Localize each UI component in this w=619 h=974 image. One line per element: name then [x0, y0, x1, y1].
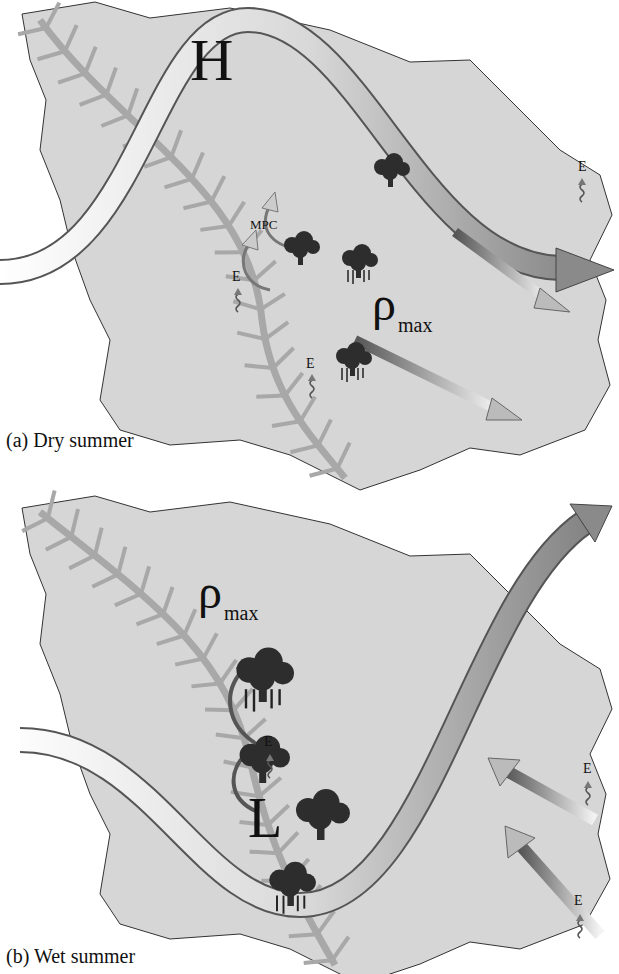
mountain-rib: [265, 322, 288, 339]
process-label: MPC: [250, 218, 277, 231]
mountain-rib: [272, 421, 300, 426]
mountain-rib: [144, 157, 171, 167]
mountain-rib: [18, 28, 46, 34]
mountain-rib: [337, 443, 349, 469]
mountain-rib: [157, 636, 184, 645]
subscript: max: [224, 603, 258, 623]
mountain-rib: [46, 3, 59, 28]
mountain-rib: [256, 396, 285, 397]
panel-caption: (a) Dry summer: [6, 430, 134, 450]
panel-caption: (b) Wet summer: [6, 946, 135, 966]
mountain-rib: [184, 609, 195, 635]
mountain-rib: [22, 518, 48, 531]
mountain-rib: [229, 202, 244, 226]
evaporation-label: E: [578, 160, 587, 174]
mountain-rib: [46, 537, 72, 550]
mountain-rib: [191, 683, 219, 686]
mountain-rib: [163, 587, 172, 614]
mountain-rib: [115, 594, 141, 606]
mountain-rib: [290, 445, 318, 452]
precip-max-symbol: ρ: [198, 568, 222, 616]
mountain-rib: [332, 937, 348, 960]
mountain-rib: [192, 152, 203, 178]
mountain-rib: [233, 301, 260, 309]
pressure-high: H: [190, 30, 233, 90]
mountain-rib: [101, 115, 128, 126]
mountain-rib: [106, 68, 116, 95]
mountain-rib: [38, 51, 65, 59]
mountain-rib: [171, 130, 181, 157]
mountain-rib: [203, 633, 217, 658]
mountain-rib: [237, 333, 265, 339]
mountain-rib: [183, 202, 211, 209]
mountain-rib: [136, 614, 163, 624]
mountain-rib: [80, 95, 107, 105]
mountain-rib: [175, 659, 203, 665]
subscript: max: [398, 315, 432, 335]
mountain-rib: [69, 556, 95, 569]
mountain-rib: [71, 509, 78, 537]
mountain-rib: [58, 73, 85, 82]
mountain-rib: [95, 528, 102, 556]
precip-max-symbol: ρ: [372, 280, 396, 328]
mountain-rib: [216, 734, 244, 738]
mountain-rib: [300, 397, 315, 422]
mountain-rib: [289, 934, 318, 936]
mountain-rib: [304, 960, 333, 963]
mountain-rib: [250, 852, 279, 854]
mountain-rib: [211, 176, 224, 201]
mountain-rib: [85, 47, 95, 74]
mountain-rib: [200, 226, 228, 230]
mountain-rib: [48, 490, 55, 518]
evaporation-label: E: [306, 357, 315, 371]
mountain-rib: [118, 547, 125, 575]
evaporation-label: E: [264, 735, 273, 749]
mountain-rib: [128, 88, 137, 115]
mountain-rib: [261, 294, 285, 310]
mountain-rib: [254, 261, 275, 280]
mountain-rib: [65, 25, 77, 51]
mountain-rib: [215, 250, 244, 254]
mountain-rib: [285, 373, 303, 396]
pressure-low: L: [248, 790, 282, 846]
evaporation-label: E: [574, 894, 583, 908]
mountain-rib: [141, 566, 149, 593]
evaporation-label: E: [583, 762, 592, 776]
evaporation-label: E: [232, 270, 241, 284]
mountain-rib: [310, 468, 338, 475]
mountain-rib: [234, 689, 253, 710]
mountain-rib: [273, 348, 294, 368]
mountain-rib: [92, 574, 118, 586]
mountain-rib: [165, 179, 192, 188]
mountain-rib: [318, 420, 331, 446]
mountain-rib: [245, 365, 274, 368]
